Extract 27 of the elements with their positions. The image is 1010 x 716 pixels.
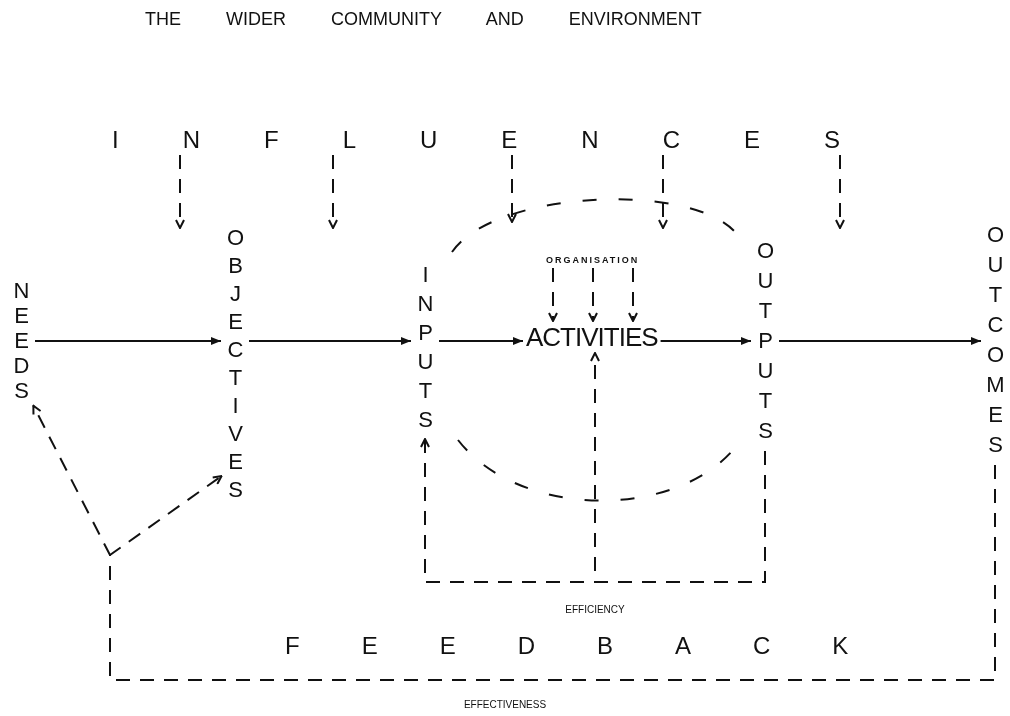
- spaced-heading: INFLUENCES: [112, 128, 905, 152]
- dashed-arrow: [658, 154, 668, 229]
- edge-label: EFFICIENCY: [565, 605, 625, 615]
- stage-label: OUTCOMES: [984, 222, 1006, 462]
- dashed-arrow: [590, 352, 766, 583]
- stage-label: OBJECTIVES: [224, 225, 246, 505]
- edge-label: EFFECTIVENESS: [463, 700, 547, 710]
- dashed-arrow: [628, 267, 638, 322]
- arrow: [438, 337, 524, 345]
- dashed-arrow: [328, 154, 338, 229]
- dashed-arrow: [835, 154, 845, 229]
- stage-label: INPUTS: [414, 262, 436, 436]
- dashed-arrow: [109, 464, 996, 681]
- arrow: [34, 337, 222, 345]
- arrow: [778, 337, 982, 345]
- diagram-title: THE WIDER COMMUNITY AND ENVIRONMENT: [145, 10, 702, 28]
- arrow: [659, 337, 752, 345]
- dashed-arrow: [588, 267, 598, 322]
- dashed-arrow: [507, 154, 517, 223]
- stage-label: ACTIVITIES: [526, 324, 658, 350]
- stage-label: ORGANISATION: [546, 256, 640, 265]
- arrow: [248, 337, 412, 345]
- dashed-arrow: [548, 267, 558, 322]
- dashed-arrow: [175, 154, 185, 229]
- stage-label: OUTPUTS: [754, 238, 776, 448]
- spaced-heading: FEEDBACK: [285, 634, 911, 658]
- stage-label: NEEDS: [10, 278, 32, 403]
